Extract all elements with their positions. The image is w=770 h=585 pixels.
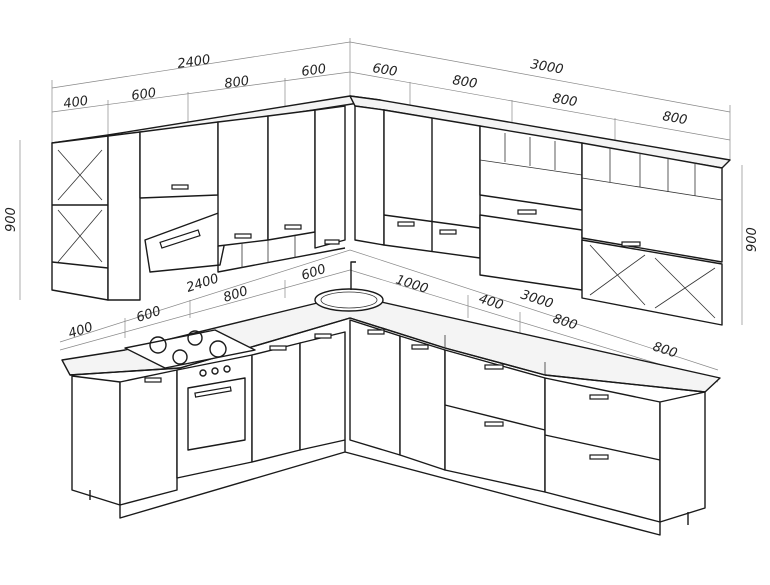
dim-lower-right-seg: 800 bbox=[651, 340, 679, 362]
dim-lower-left-total: 2400 bbox=[185, 271, 221, 295]
lower-dimension-lines bbox=[59, 249, 719, 383]
oven-knob[interactable] bbox=[199, 369, 207, 377]
dim-upper-right-seg: 600 bbox=[371, 61, 398, 80]
upper-left-cabinets bbox=[51, 95, 381, 301]
dim-upper-right-seg: 800 bbox=[451, 73, 478, 92]
oven-knob[interactable] bbox=[223, 365, 231, 373]
dim-upper-left-seg: 800 bbox=[223, 74, 250, 92]
gas-hob[interactable] bbox=[124, 329, 256, 369]
dim-lower-right-total: 3000 bbox=[519, 288, 555, 312]
dim-upper-right-seg: 800 bbox=[661, 109, 688, 128]
cabinet-handle[interactable] bbox=[621, 241, 641, 247]
dim-lower-right-seg: 1000 bbox=[394, 273, 430, 297]
dim-upper-right-total: 3000 bbox=[529, 57, 564, 78]
cabinet-handle[interactable] bbox=[517, 209, 537, 215]
upper-dimension-lines bbox=[19, 38, 743, 325]
cabinet-handle[interactable] bbox=[324, 239, 340, 245]
cabinet-handle[interactable] bbox=[144, 377, 162, 383]
dim-upper-right-height: 900 bbox=[745, 227, 760, 252]
lower-left-cabinets bbox=[71, 331, 346, 519]
cabinet-handle[interactable] bbox=[411, 344, 429, 350]
drawer-handle[interactable] bbox=[589, 454, 609, 460]
faucet[interactable] bbox=[350, 261, 356, 290]
upper-dimension-labels: 2400 400 600 800 600 600 800 3000 800 80… bbox=[4, 53, 760, 252]
cabinet-handle[interactable] bbox=[171, 184, 189, 190]
dim-lower-left-seg: 400 bbox=[67, 320, 95, 342]
dim-upper-left-seg: 600 bbox=[300, 62, 327, 80]
cabinet-handle[interactable] bbox=[284, 224, 302, 230]
upper-right-cabinets bbox=[349, 95, 731, 326]
drawer-handle[interactable] bbox=[589, 394, 609, 400]
dim-lower-left-seg: 600 bbox=[300, 262, 328, 284]
cabinet-handle[interactable] bbox=[314, 333, 332, 339]
cabinet-handle[interactable] bbox=[397, 221, 415, 227]
dim-lower-left-seg: 800 bbox=[222, 284, 250, 306]
drawer-handle[interactable] bbox=[484, 421, 504, 427]
lower-right-cabinets bbox=[344, 319, 706, 536]
cabinet-handle[interactable] bbox=[234, 233, 252, 239]
dim-lower-right-seg: 400 bbox=[477, 292, 505, 314]
oven-knob[interactable] bbox=[211, 367, 219, 375]
sink-bowl bbox=[314, 288, 384, 312]
dim-lower-left-seg: 600 bbox=[135, 304, 163, 326]
cabinet-handle[interactable] bbox=[367, 329, 385, 335]
dim-upper-left-seg: 400 bbox=[62, 94, 89, 112]
dim-lower-right-seg: 800 bbox=[551, 312, 579, 334]
cabinet-handle[interactable] bbox=[439, 229, 457, 235]
hood-panel bbox=[159, 229, 201, 249]
cabinet-handle[interactable] bbox=[269, 345, 287, 351]
dim-upper-left-seg: 600 bbox=[130, 86, 157, 104]
dim-upper-right-seg: 800 bbox=[551, 91, 578, 110]
countertops bbox=[61, 261, 721, 393]
dim-upper-left-total: 2400 bbox=[176, 53, 211, 72]
drawer-handle[interactable] bbox=[484, 364, 504, 370]
dim-upper-left-height: 900 bbox=[4, 207, 19, 232]
